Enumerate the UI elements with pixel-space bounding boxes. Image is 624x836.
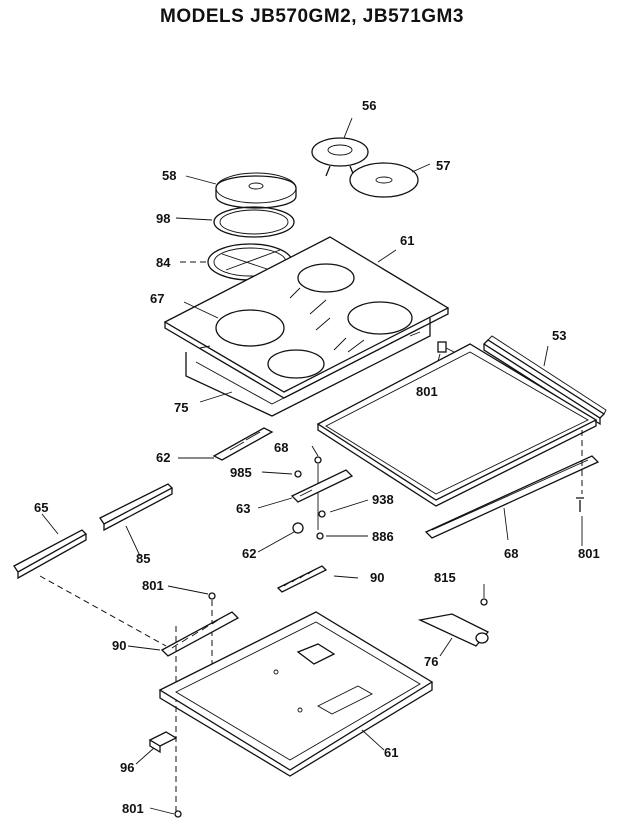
label-75: 75 [174, 400, 188, 415]
bottom-pan-61 [158, 611, 434, 777]
panel-65 [13, 513, 167, 647]
drip-pan-98 [175, 206, 295, 238]
front-frame [316, 343, 598, 507]
label-68-upper: 68 [274, 440, 288, 455]
bracket-85 [99, 483, 174, 557]
label-85: 85 [136, 551, 150, 566]
screw-815 [480, 584, 488, 606]
diagram-title: MODELS JB570GM2, JB571GM3 [160, 6, 464, 27]
label-84: 84 [156, 255, 171, 270]
heat-shield-90-mid [276, 565, 359, 593]
label-90-lower: 90 [112, 638, 126, 653]
label-58: 58 [162, 168, 176, 183]
label-63: 63 [236, 501, 250, 516]
label-53: 53 [552, 328, 566, 343]
label-61-upper: 61 [400, 233, 414, 248]
label-76: 76 [424, 654, 438, 669]
clip-assembly-63 [257, 445, 369, 553]
bracket-62-upper [178, 427, 274, 461]
screw-801-d [149, 807, 182, 818]
label-56: 56 [362, 98, 376, 113]
frame-75 [185, 318, 431, 417]
label-801-c: 801 [142, 578, 164, 593]
label-96: 96 [120, 760, 134, 775]
surface-unit-58 [185, 172, 297, 209]
label-68-right: 68 [504, 546, 518, 561]
cooktop-61 [163, 236, 450, 399]
label-65: 65 [34, 500, 48, 515]
surface-unit-57 [349, 162, 431, 198]
label-62-upper: 62 [156, 450, 170, 465]
label-801-a: 801 [416, 384, 438, 399]
label-98: 98 [156, 211, 170, 226]
label-938: 938 [372, 492, 394, 507]
screw-801-b [576, 430, 584, 546]
heat-shield-90-lower [127, 611, 240, 812]
label-985: 985 [230, 465, 252, 480]
label-62-lower: 62 [242, 546, 256, 561]
label-67: 67 [150, 291, 164, 306]
label-90-mid: 90 [370, 570, 384, 585]
label-61-lower: 61 [384, 745, 398, 760]
label-815: 815 [434, 570, 456, 585]
bracket-76 [417, 613, 490, 657]
label-801-d: 801 [122, 801, 144, 816]
label-886: 886 [372, 529, 394, 544]
label-801-b: 801 [578, 546, 600, 561]
clip-96 [135, 731, 178, 765]
surface-unit-56 [311, 117, 369, 177]
hinge-bar-68-right [424, 455, 600, 541]
label-57: 57 [436, 158, 450, 173]
